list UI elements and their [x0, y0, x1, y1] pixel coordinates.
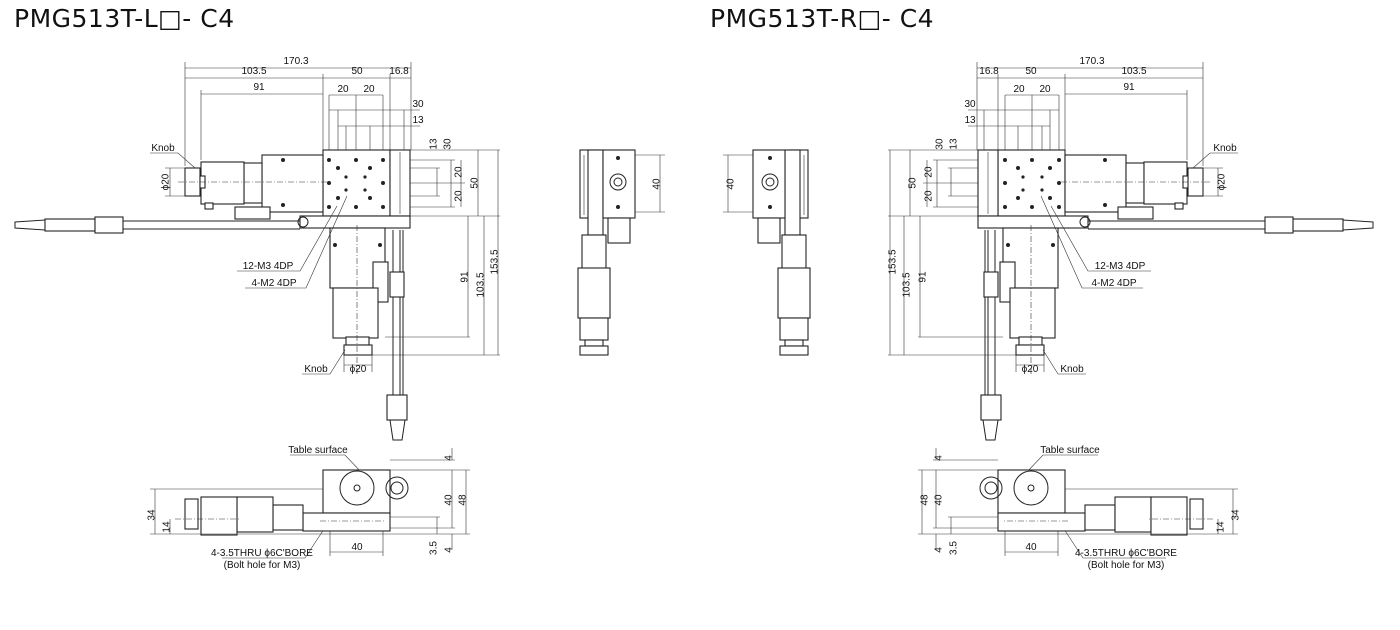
- left-bolt-note-label: (Bolt hole for M3): [224, 560, 301, 571]
- left-f40-h-dimension: 40: [351, 542, 363, 553]
- left-knob-dia-side-dimension: ϕ20: [161, 173, 172, 190]
- right-knob-side-label: Knob: [1213, 143, 1237, 154]
- left-hole-pitch-x2-dimension: 20: [363, 84, 375, 95]
- right-v13-dimension: 13: [949, 138, 960, 150]
- right-knob-dia-bottom-dimension: ϕ20: [1022, 364, 1039, 375]
- right-v20b-dimension: 20: [924, 190, 935, 202]
- left-m3-holes-label: 12-M3 4DP: [243, 261, 294, 272]
- left-overall-width-dimension: 170.3: [283, 56, 308, 67]
- right-f4-bottom-dimension: 4: [934, 547, 945, 553]
- right-f4-top-dimension: 4: [934, 455, 945, 461]
- right-hole-pitch-x2-dimension: 20: [1013, 84, 1025, 95]
- right-hole-span-30-dimension: 30: [964, 99, 976, 110]
- right-rail-offset-dimension: 16.8: [979, 66, 999, 77]
- left-model-title: PMG513T-L□- C4: [14, 4, 235, 33]
- left-f4-top-dimension: 4: [444, 455, 455, 461]
- left-v20a-dimension: 20: [454, 166, 465, 178]
- left-side-40-dimension: 40: [652, 178, 663, 190]
- right-f14-dimension: 14: [1216, 521, 1227, 533]
- right-side-40-dimension: 40: [726, 178, 737, 190]
- left-f34-dimension: 34: [147, 509, 158, 521]
- right-f48-dimension: 48: [920, 494, 931, 506]
- left-table-surface-label: Table surface: [288, 445, 348, 456]
- left-motor-length-dimension: 91: [253, 82, 265, 93]
- left-f14-dimension: 14: [162, 521, 173, 533]
- right-model-title: PMG513T-R□- C4: [710, 4, 935, 33]
- left-hole-span-30-dimension: 30: [412, 99, 424, 110]
- right-v20a-dimension: 20: [924, 166, 935, 178]
- right-f3-5-dimension: 3.5: [949, 541, 960, 555]
- right-bolt-holes-label: 4-3.5THRU ϕ6C'BORE: [1075, 548, 1177, 559]
- right-hole-span-13-dimension: 13: [964, 115, 976, 126]
- right-table-width-dimension: 50: [1025, 66, 1037, 77]
- right-hole-pitch-x1-dimension: 20: [1039, 84, 1051, 95]
- left-f40-dimension: 40: [444, 494, 455, 506]
- left-v103-dimension: 103.5: [476, 272, 487, 297]
- right-v50-dimension: 50: [908, 177, 919, 189]
- right-overall-width-dimension: 170.3: [1079, 56, 1104, 67]
- left-v13-dimension: 13: [429, 138, 440, 150]
- left-f4-bottom-dimension: 4: [444, 547, 455, 553]
- left-knob-side-label: Knob: [151, 143, 175, 154]
- left-hole-span-13-dimension: 13: [412, 115, 424, 126]
- left-v153-dimension: 153.5: [490, 249, 501, 274]
- right-f40-h-dimension: 40: [1025, 542, 1037, 553]
- right-knob-dia-side-dimension: ϕ20: [1217, 173, 1228, 190]
- right-m3-holes-label: 12-M3 4DP: [1095, 261, 1146, 272]
- right-table-surface-label: Table surface: [1040, 445, 1100, 456]
- left-f3-5-dimension: 3.5: [429, 541, 440, 555]
- left-motor-side-dimension: 103.5: [241, 66, 266, 77]
- left-v91-dimension: 91: [460, 271, 471, 283]
- left-m2-holes-label: 4-M2 4DP: [251, 278, 296, 289]
- left-hole-pitch-x1-dimension: 20: [337, 84, 349, 95]
- right-bolt-note-label: (Bolt hole for M3): [1088, 560, 1165, 571]
- left-v50-dimension: 50: [470, 177, 481, 189]
- left-model-drawing: [14, 61, 666, 559]
- right-v91-dimension: 91: [918, 271, 929, 283]
- right-model-drawing: [722, 61, 1374, 559]
- left-bolt-holes-label: 4-3.5THRU ϕ6C'BORE: [211, 548, 313, 559]
- right-v30-dimension: 30: [935, 138, 946, 150]
- right-motor-length-dimension: 91: [1123, 82, 1135, 93]
- left-v30-dimension: 30: [443, 138, 454, 150]
- right-v103-dimension: 103.5: [902, 272, 913, 297]
- left-v20b-dimension: 20: [454, 190, 465, 202]
- left-f48-dimension: 48: [458, 494, 469, 506]
- right-v153-dimension: 153.5: [888, 249, 899, 274]
- right-m2-holes-label: 4-M2 4DP: [1091, 278, 1136, 289]
- left-table-width-dimension: 50: [351, 66, 363, 77]
- left-knob-dia-bottom-dimension: ϕ20: [350, 364, 367, 375]
- left-rail-offset-dimension: 16.8: [389, 66, 409, 77]
- right-f34-dimension: 34: [1231, 509, 1242, 521]
- right-f40-dimension: 40: [934, 494, 945, 506]
- left-knob-bottom-label: Knob: [304, 364, 328, 375]
- right-knob-bottom-label: Knob: [1060, 364, 1084, 375]
- right-motor-side-dimension: 103.5: [1121, 66, 1146, 77]
